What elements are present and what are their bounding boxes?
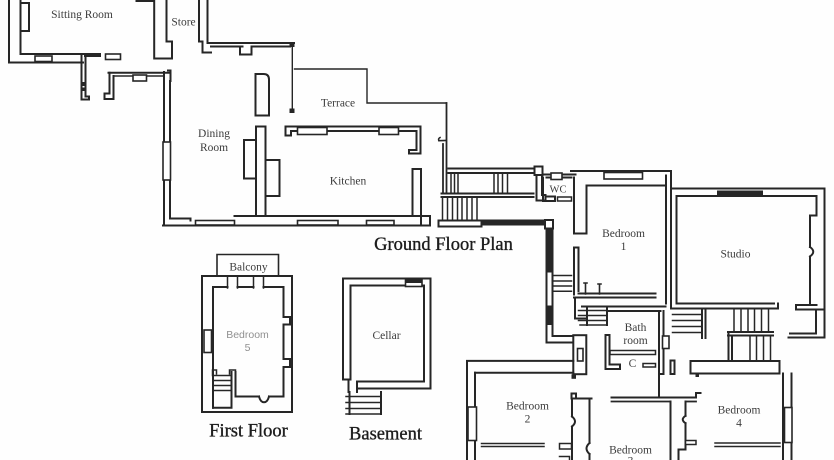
svg-text:First Floor: First Floor: [209, 422, 288, 442]
svg-text:Bedroom: Bedroom: [506, 401, 549, 413]
svg-text:4: 4: [736, 418, 742, 430]
svg-text:Bedroom: Bedroom: [718, 405, 761, 417]
svg-text:Basement: Basement: [349, 425, 423, 445]
svg-text:1: 1: [621, 241, 627, 253]
svg-text:Cellar: Cellar: [372, 330, 400, 342]
svg-text:Kitchen: Kitchen: [330, 176, 367, 188]
svg-text:Bedroom: Bedroom: [602, 228, 645, 240]
svg-text:Ground Floor Plan: Ground Floor Plan: [374, 235, 513, 255]
svg-text:Bath: Bath: [625, 322, 647, 334]
svg-text:WC: WC: [550, 185, 567, 196]
svg-text:Balcony: Balcony: [229, 262, 268, 274]
svg-text:Dining: Dining: [198, 128, 230, 140]
svg-text:Sitting Room: Sitting Room: [51, 9, 113, 21]
svg-text:3: 3: [628, 456, 634, 460]
svg-text:5: 5: [245, 342, 251, 354]
svg-text:Store: Store: [171, 17, 195, 29]
svg-text:Bedroom: Bedroom: [609, 445, 652, 457]
svg-text:2: 2: [525, 414, 531, 426]
svg-text:Studio: Studio: [720, 249, 750, 261]
svg-text:C: C: [629, 358, 637, 370]
svg-text:room: room: [623, 335, 647, 347]
svg-text:Room: Room: [200, 142, 228, 154]
svg-text:Terrace: Terrace: [321, 98, 355, 110]
svg-text:Bedroom: Bedroom: [226, 329, 269, 341]
